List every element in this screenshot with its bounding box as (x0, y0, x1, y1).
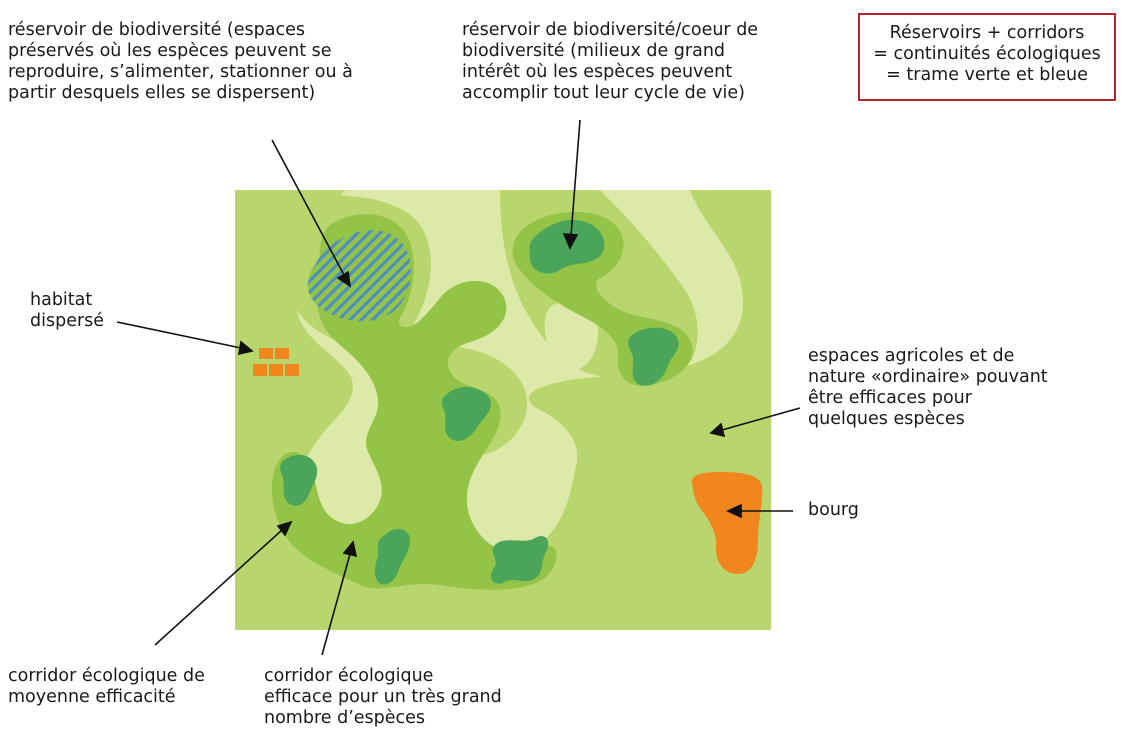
legend-line-1: Réservoirs + corridors (889, 23, 1085, 43)
core-reservoir (529, 219, 605, 274)
label-reservoir-right: réservoir de biodiversité/coeur de biodi… (462, 20, 759, 103)
label-habitat: habitat dispersé (30, 290, 105, 331)
nature-zone (235, 190, 771, 630)
legend-box: Réservoirs + corridors = continuités éco… (858, 13, 1116, 101)
hatched-reservoir (307, 230, 411, 322)
core-reservoir (490, 535, 549, 584)
core-reservoir (628, 327, 679, 386)
label-corridor-moyen: corridor écologique de moyenne efficacit… (8, 666, 205, 707)
core-reservoir (280, 454, 318, 506)
label-corridor-efficace: corridor écologique efficace pour un trè… (264, 666, 502, 728)
legend-line-2: = continuités écologiques (873, 44, 1101, 64)
clearing (344, 456, 380, 527)
label-reservoir-left: réservoir de biodiversité (espaces prése… (8, 20, 353, 103)
label-bourg: bourg (808, 500, 859, 520)
leader-arrows (116, 119, 801, 656)
label-agricole: espaces agricoles et de nature «ordinair… (808, 346, 1048, 429)
legend-line-3: = trame verte et bleue (886, 65, 1088, 85)
core-reservoir (441, 386, 491, 441)
nature-zone (235, 410, 300, 630)
core-reservoir (374, 528, 410, 585)
dispersed-habitat (253, 348, 299, 376)
clearing (544, 301, 599, 371)
bourg-shape (691, 472, 763, 574)
